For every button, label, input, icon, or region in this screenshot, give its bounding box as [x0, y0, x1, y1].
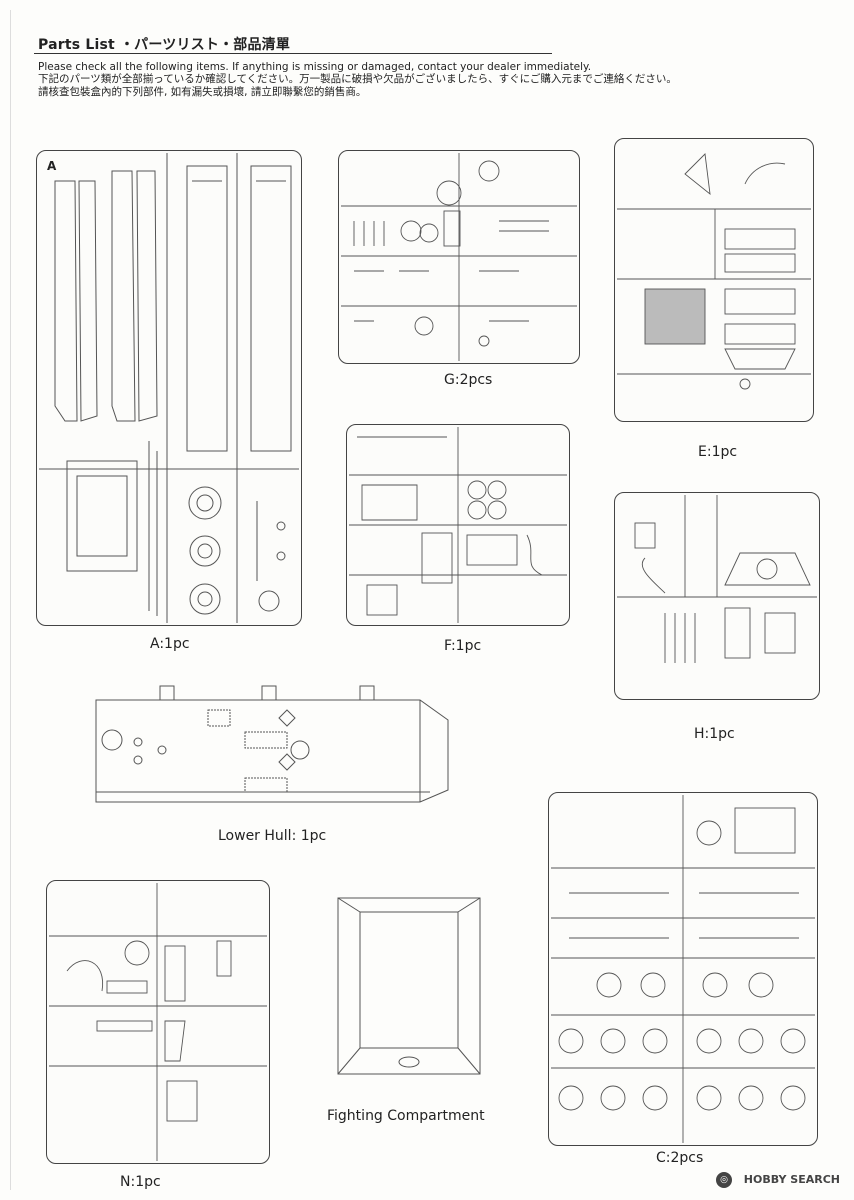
sprue-n-drawing	[49, 883, 267, 1161]
sprue-a-drawing	[39, 153, 299, 623]
sprue-f	[346, 424, 570, 626]
sprue-g	[338, 150, 580, 364]
label-sprue-n: N:1pc	[120, 1174, 161, 1190]
intro-english: Please check all the following items. If…	[38, 61, 592, 73]
watermark: HOBBY SEARCH	[743, 1173, 840, 1186]
page-frame	[10, 10, 844, 1190]
intro-chinese: 請核查包裝盒內的下列部件, 如有漏失或損壞, 請立即聯繫您的銷售商。	[38, 86, 367, 98]
lower-hull	[90, 680, 454, 810]
sprue-e-drawing	[617, 153, 811, 390]
sprue-e	[614, 138, 814, 422]
sprue-n	[46, 880, 270, 1164]
label-lower-hull: Lower Hull: 1pc	[218, 828, 327, 844]
sprue-g-drawing	[341, 153, 577, 361]
label-sprue-c: C:2pcs	[656, 1150, 704, 1166]
sprue-h	[614, 492, 820, 700]
sprue-letter-a: A	[47, 159, 57, 173]
label-sprue-f: F:1pc	[444, 638, 482, 654]
fighting-compartment	[334, 888, 484, 1084]
fighting-compartment-drawing	[337, 897, 481, 1075]
page-title: Parts List ・パーツリスト・部品清單	[38, 37, 291, 53]
title-underline	[34, 53, 552, 54]
intro-japanese: 下記のパーツ類が全部揃っているか確認してください。万一製品に破損や欠品がございま…	[38, 73, 677, 85]
lower-hull-drawing	[95, 685, 449, 803]
sprue-c-drawing	[551, 795, 815, 1143]
label-sprue-a: A:1pc	[150, 636, 190, 652]
label-fighting-compartment: Fighting Compartment	[327, 1108, 485, 1124]
label-sprue-e: E:1pc	[698, 444, 738, 460]
sprue-h-drawing	[617, 495, 817, 663]
sprue-c	[548, 792, 818, 1146]
sprue-a: A	[36, 150, 302, 626]
hobby-search-logo-icon: ◎	[716, 1172, 732, 1188]
label-sprue-g: G:2pcs	[444, 372, 493, 388]
label-sprue-h: H:1pc	[694, 726, 735, 742]
sprue-f-drawing	[349, 427, 567, 623]
